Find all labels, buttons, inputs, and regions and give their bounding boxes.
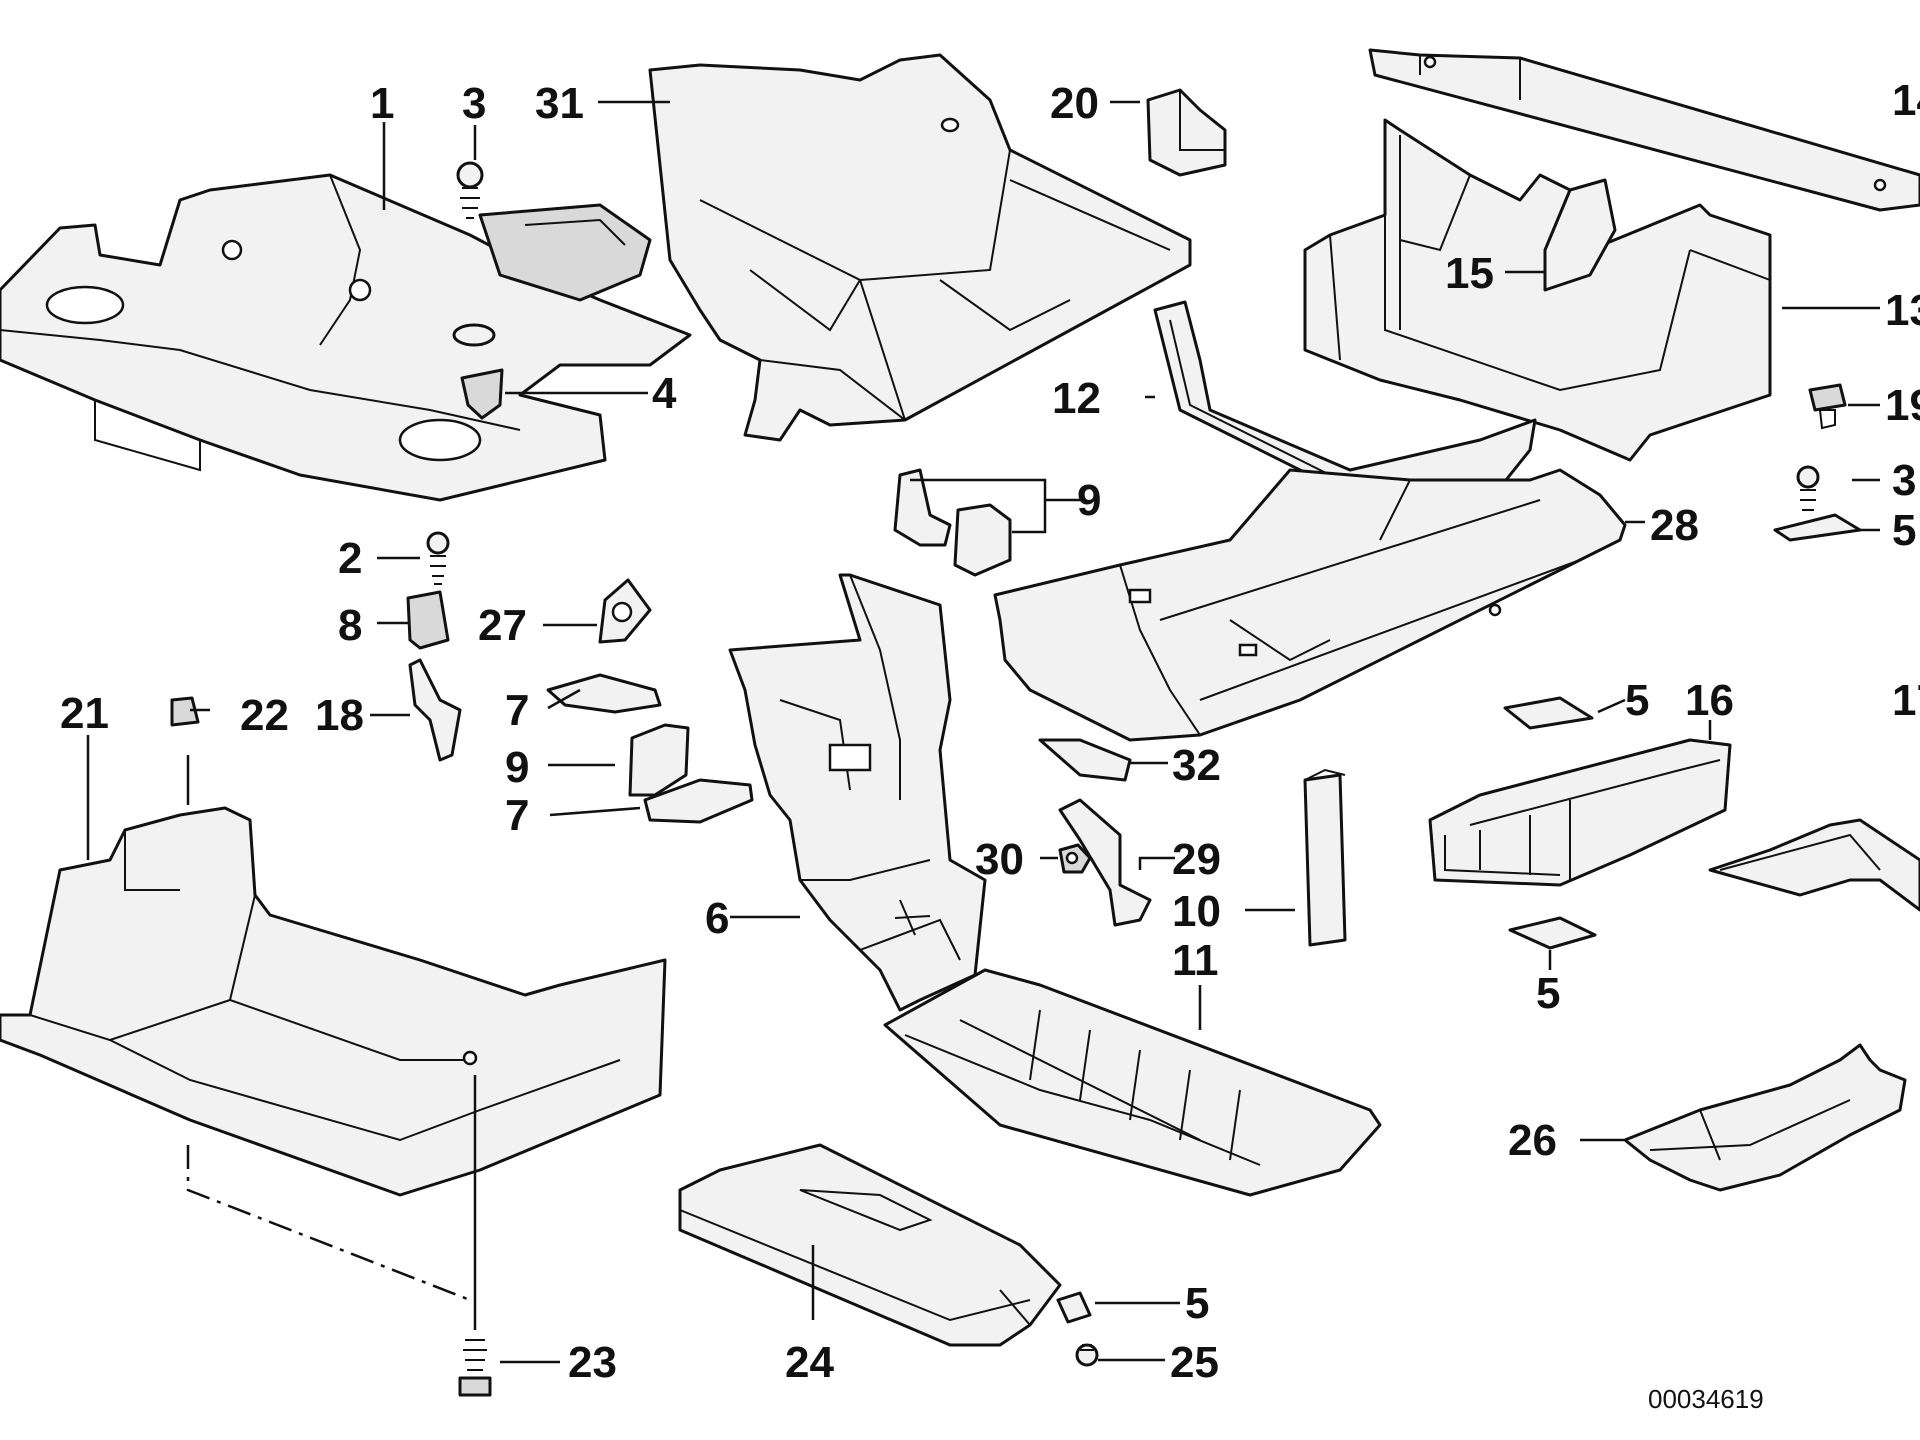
part-21-front-guard [0,806,667,1197]
callout-7-lower: 7 [505,791,529,840]
part-2-screw [426,531,450,585]
part-4-clip [460,368,504,420]
callout-18: 18 [315,691,364,740]
callout-7-upper: 7 [505,686,529,735]
callout-5-middle: 5 [1625,676,1649,725]
callout-28: 28 [1650,501,1699,550]
part-7-shield-b [643,778,754,824]
callout-26: 26 [1508,1116,1557,1165]
callout-32: 32 [1172,741,1221,790]
callout-21: 21 [60,689,109,738]
part-25-screw [1075,1343,1099,1367]
part-17-bracket [1708,818,1920,912]
callout-8: 8 [338,601,362,650]
callout-5-bottom: 5 [1185,1279,1209,1328]
part-16-air-duct [1428,738,1732,887]
part-3-right-screw [1796,465,1820,511]
leader-lines [86,100,1880,1364]
part-8-nut [406,590,450,650]
part-5-nut-b [1508,916,1597,950]
callout-5-right: 5 [1892,506,1916,555]
callout-6: 6 [705,894,729,943]
part-30-nut [1058,843,1092,874]
callout-31: 31 [535,79,584,128]
part-19-screw [1808,383,1847,430]
part-6-arch-bracket [728,573,987,1012]
part-32-shim [1038,738,1132,782]
callout-11: 11 [1172,936,1219,985]
part-22-clip-nut [170,696,200,727]
callout-27: 27 [478,601,527,650]
callout-16: 16 [1685,676,1734,725]
callout-22: 22 [240,691,289,740]
callout-19: 19 [1885,381,1920,430]
callout-30: 30 [975,835,1024,884]
callout-17: 17 [1892,676,1920,725]
part-27-grommet [598,578,652,644]
callout-20: 20 [1050,79,1099,128]
callout-13: 13 [1885,286,1920,335]
part-9-shield-top [893,468,1012,577]
callout-5-lower: 5 [1536,969,1560,1018]
callout-15: 15 [1445,249,1494,298]
callout-4: 4 [652,369,677,418]
part-24-lower-cover [678,1143,1062,1347]
callout-3-right: 3 [1892,456,1916,505]
part-28-underbody-tray [993,468,1627,742]
part-23-bolt [458,1339,492,1397]
part-5-right-nut [1773,513,1862,542]
part-13-housing [1303,118,1772,462]
part-31-duct-shield [648,53,1192,442]
callout-25: 25 [1170,1338,1219,1387]
callout-14: 14 [1892,76,1920,125]
callout-1: 1 [370,79,394,128]
part-5-bottom-nut [1056,1291,1092,1324]
part-14-strut-bar [1368,48,1920,212]
part-15-clip [1543,178,1617,292]
part-5-nut-a [1503,696,1594,730]
part-26-right-shield [1623,1043,1907,1192]
callout-10: 10 [1172,887,1221,936]
callout-2: 2 [338,534,362,583]
part-29-bracket [1058,798,1152,927]
part-3-screw [452,161,496,347]
part-20-bracket [1146,88,1227,177]
callout-29: 29 [1172,835,1221,884]
part-9-shield-b [628,723,690,797]
part-7-shield-a [546,673,662,714]
callout-9-lower: 9 [505,743,529,792]
callout-12: 12 [1052,374,1101,423]
document-number: 00034619 [1648,1384,1764,1414]
part-1-splash-shield [0,173,692,502]
callout-9-upper: 9 [1077,476,1101,525]
callout-23: 23 [568,1338,617,1387]
callout-24: 24 [785,1338,834,1387]
part-10-rod [1303,768,1347,947]
part-11-lower-panel [883,968,1382,1197]
part-18-bracket [408,658,462,762]
callout-3: 3 [462,79,486,128]
callout-labels: 1 3 31 20 14 4 2 8 27 21 22 18 7 9 7 9 6… [60,76,1920,1414]
